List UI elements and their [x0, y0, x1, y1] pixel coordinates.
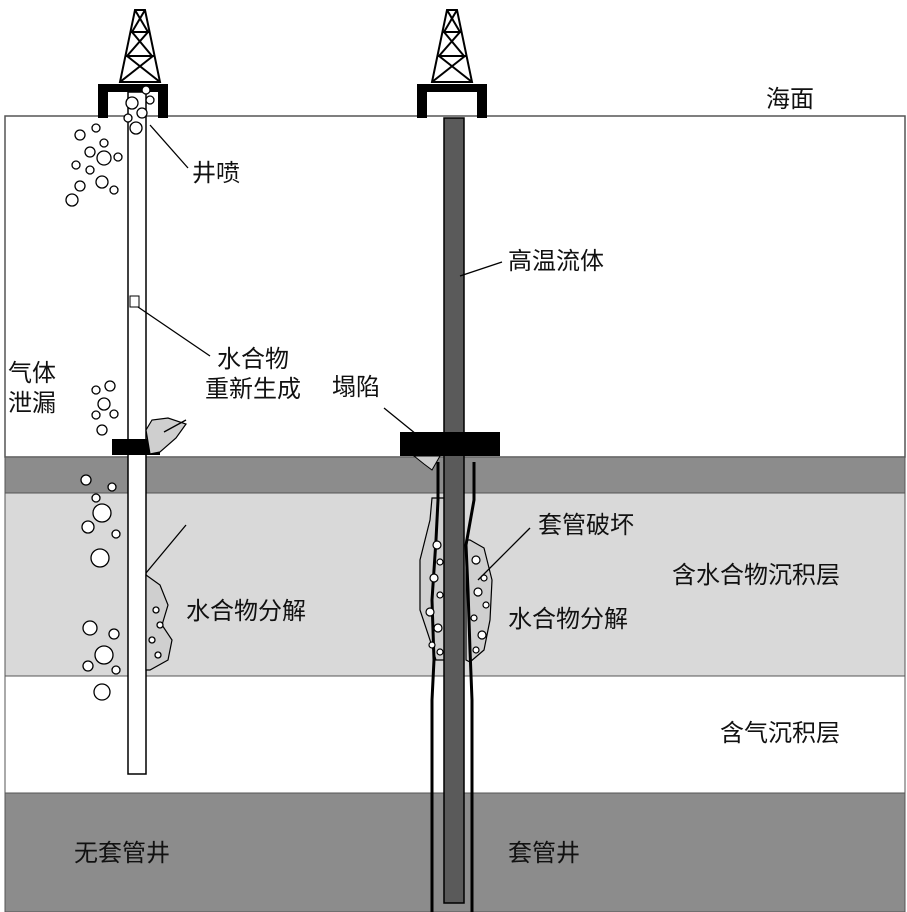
label-high-temp-fluid: 高温流体 [508, 247, 604, 275]
right-wellhead [417, 84, 487, 118]
label-casing-failure: 套管破坏 [538, 511, 634, 539]
label-sea-surface: 海面 [766, 85, 814, 113]
uncased-pipe [127, 91, 147, 775]
gas-bubbles-left [65, 85, 164, 701]
collapse-debris [412, 455, 441, 471]
outer-casing-left [430, 462, 440, 912]
left-wellhead [98, 84, 168, 118]
label-collapse: 塌陷 [332, 373, 380, 401]
label-gas-bearing-layer: 含气沉积层 [720, 719, 840, 747]
hydrate-patch-left-top [145, 417, 187, 455]
leader-lines [137, 124, 531, 581]
right-derrick-icon [430, 9, 474, 83]
label-hydrate-reformation: 水合物 重新生成 [205, 345, 301, 403]
left-derrick-icon [118, 9, 162, 83]
label-hydrate-decomposition-left: 水合物分解 [186, 597, 306, 625]
reformed-hydrate-marker [129, 295, 140, 308]
collapse-block [400, 432, 500, 456]
label-blowout: 井喷 [192, 159, 240, 187]
gas-bubbles-right [425, 540, 490, 656]
label-hydrate-bearing-layer: 含水合物沉积层 [672, 561, 840, 589]
outer-casing-right [464, 462, 476, 912]
label-uncased-well: 无套管井 [74, 839, 170, 867]
label-cased-well: 套管井 [508, 839, 580, 867]
hydrate-decomposition-zone-right-2 [465, 539, 493, 663]
cased-pipe [443, 117, 465, 904]
label-gas-leakage: 气体 泄漏 [8, 359, 56, 417]
label-hydrate-decomposition-right: 水合物分解 [508, 605, 628, 633]
